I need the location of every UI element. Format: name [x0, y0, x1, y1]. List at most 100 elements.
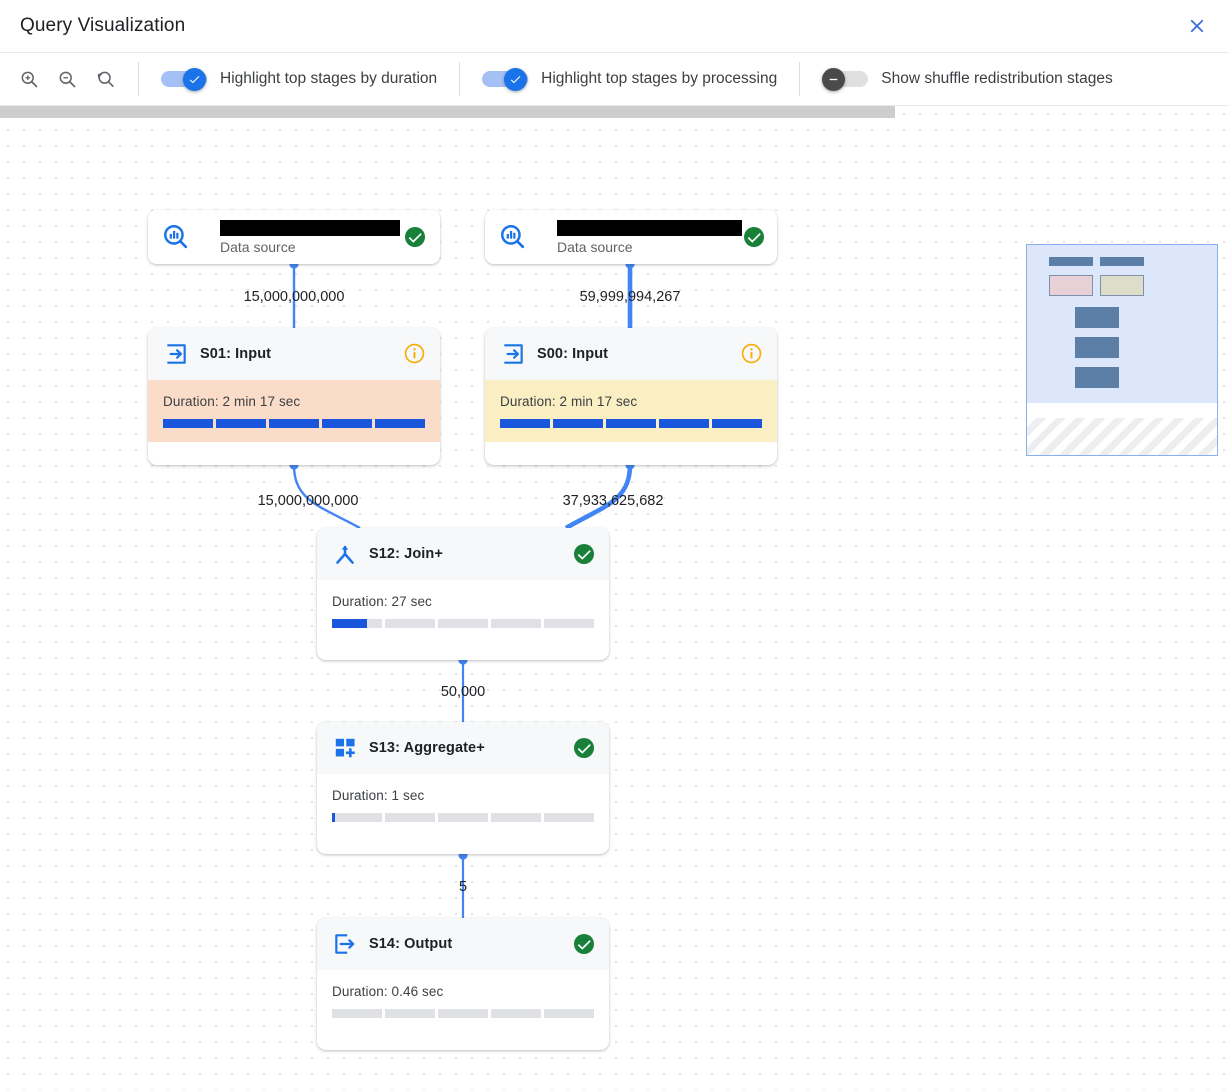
progress-bar — [332, 619, 594, 628]
zoom-out-icon — [59, 71, 75, 87]
show-shuffle-switch[interactable] — [822, 68, 869, 91]
status-badge-info[interactable] — [740, 342, 764, 366]
node-stage-s12[interactable]: S12: Join+ Duration: 27 sec — [317, 528, 609, 660]
check-circle-icon — [744, 227, 764, 247]
toggle-show-shuffle[interactable]: Show shuffle redistribution stages — [800, 53, 1135, 105]
duration-label: Duration: 0.46 sec — [332, 984, 444, 999]
switch-knob — [822, 68, 846, 91]
duration-label: Duration: 2 min 17 sec — [163, 394, 301, 409]
edge-label: 5 — [458, 879, 468, 895]
progress-segment — [606, 419, 656, 428]
progress-bar — [332, 813, 594, 822]
status-badge-success — [403, 225, 427, 249]
check-circle-icon — [405, 227, 425, 247]
progress-segment — [332, 1009, 382, 1018]
zoom-controls — [0, 53, 138, 105]
node-text: Data source — [537, 219, 742, 255]
progress-segment — [712, 419, 762, 428]
node-header: S13: Aggregate+ — [317, 722, 609, 774]
toolbar-divider — [138, 62, 139, 96]
zoom-in-button[interactable] — [10, 60, 48, 98]
zoom-reset-icon — [97, 71, 114, 87]
input-arrow-icon — [498, 339, 528, 369]
node-body: Duration: 1 sec — [317, 774, 609, 836]
progress-segment — [216, 419, 266, 428]
join-icon — [330, 539, 360, 569]
progress-segment — [544, 619, 594, 628]
node-title: S01: Input — [200, 346, 272, 362]
progress-segment — [544, 813, 594, 822]
node-stage-s14[interactable]: S14: Output Duration: 0.46 sec — [317, 918, 609, 1050]
toggle-label-processing: Highlight top stages by processing — [541, 70, 778, 87]
zoom-out-button[interactable] — [48, 60, 86, 98]
node-stage-s00[interactable]: S00: Input Duration: 2 min 17 sec — [485, 328, 777, 465]
graph-minimap[interactable] — [1026, 244, 1218, 456]
progress-segment — [438, 813, 488, 822]
info-icon — [741, 343, 762, 364]
progress-segment — [438, 619, 488, 628]
progress-segment — [385, 619, 435, 628]
node-body: Duration: 27 sec — [317, 580, 609, 642]
node-text: Data source — [200, 219, 403, 255]
edge-label: 37,933,625,682 — [562, 493, 664, 509]
aggregate-icon — [330, 733, 360, 763]
node-datasource-1[interactable]: Data source — [148, 210, 440, 264]
horizontal-scrollbar-thumb[interactable] — [0, 106, 895, 118]
info-icon — [404, 343, 425, 364]
toggle-label-duration: Highlight top stages by duration — [220, 70, 438, 87]
page-title: Query Visualization — [20, 15, 186, 36]
node-header: S01: Input — [148, 328, 440, 380]
progress-segment — [659, 419, 709, 428]
node-header: Data source — [148, 210, 440, 264]
node-body: Duration: 2 min 17 sec — [148, 380, 440, 442]
node-header: Data source — [485, 210, 777, 264]
progress-segment — [332, 619, 382, 628]
progress-segment — [163, 419, 213, 428]
toggle-highlight-processing[interactable]: Highlight top stages by processing — [460, 53, 799, 105]
output-arrow-icon — [330, 929, 360, 959]
duration-label: Duration: 1 sec — [332, 788, 425, 803]
node-datasource-2[interactable]: Data source — [485, 210, 777, 264]
progress-bar — [332, 1009, 594, 1018]
progress-segment — [332, 813, 382, 822]
zoom-reset-button[interactable] — [86, 60, 124, 98]
toggle-highlight-duration[interactable]: Highlight top stages by duration — [139, 53, 459, 105]
node-header: S14: Output — [317, 918, 609, 970]
highlight-duration-switch[interactable] — [161, 68, 207, 91]
minimap-node — [1075, 307, 1119, 328]
highlight-processing-switch[interactable] — [482, 68, 529, 91]
duration-label: Duration: 2 min 17 sec — [500, 394, 638, 409]
progress-segment — [375, 419, 425, 428]
edge-label: 15,000,000,000 — [257, 493, 359, 509]
horizontal-scrollbar[interactable] — [0, 106, 1229, 118]
progress-segment — [553, 419, 603, 428]
zoom-in-icon — [21, 71, 37, 87]
progress-bar — [163, 419, 425, 428]
check-circle-icon — [574, 544, 594, 564]
progress-bar — [500, 419, 762, 428]
toolbar-divider — [459, 62, 461, 96]
progress-segment — [385, 813, 435, 822]
bigquery-datasource-icon — [498, 222, 528, 252]
check-circle-icon — [574, 934, 594, 954]
status-badge-success — [742, 225, 766, 249]
toolbar-divider — [799, 62, 801, 96]
check-icon — [510, 76, 521, 84]
node-title: S00: Input — [537, 346, 609, 362]
graph-canvas[interactable]: 15,000,000,000 59,999,994,267 15,000,000… — [0, 106, 1229, 1090]
status-badge-info[interactable] — [403, 342, 427, 366]
node-stage-s13[interactable]: S13: Aggregate+ Duration: 1 sec — [317, 722, 609, 854]
minus-icon — [829, 78, 838, 81]
minimap-node-highlight-processing — [1100, 275, 1144, 296]
minimap-node-highlight-duration — [1049, 275, 1093, 296]
node-subtitle: Data source — [557, 238, 633, 255]
node-header: S00: Input — [485, 328, 777, 380]
node-stage-s01[interactable]: S01: Input Duration: 2 min 17 sec — [148, 328, 440, 465]
close-icon — [1190, 19, 1204, 33]
progress-segment — [322, 419, 372, 428]
duration-label: Duration: 27 sec — [332, 594, 432, 609]
node-body: Duration: 2 min 17 sec — [485, 380, 777, 442]
progress-segment — [438, 1009, 488, 1018]
close-button[interactable] — [1179, 8, 1215, 44]
node-title: S12: Join+ — [369, 546, 443, 562]
